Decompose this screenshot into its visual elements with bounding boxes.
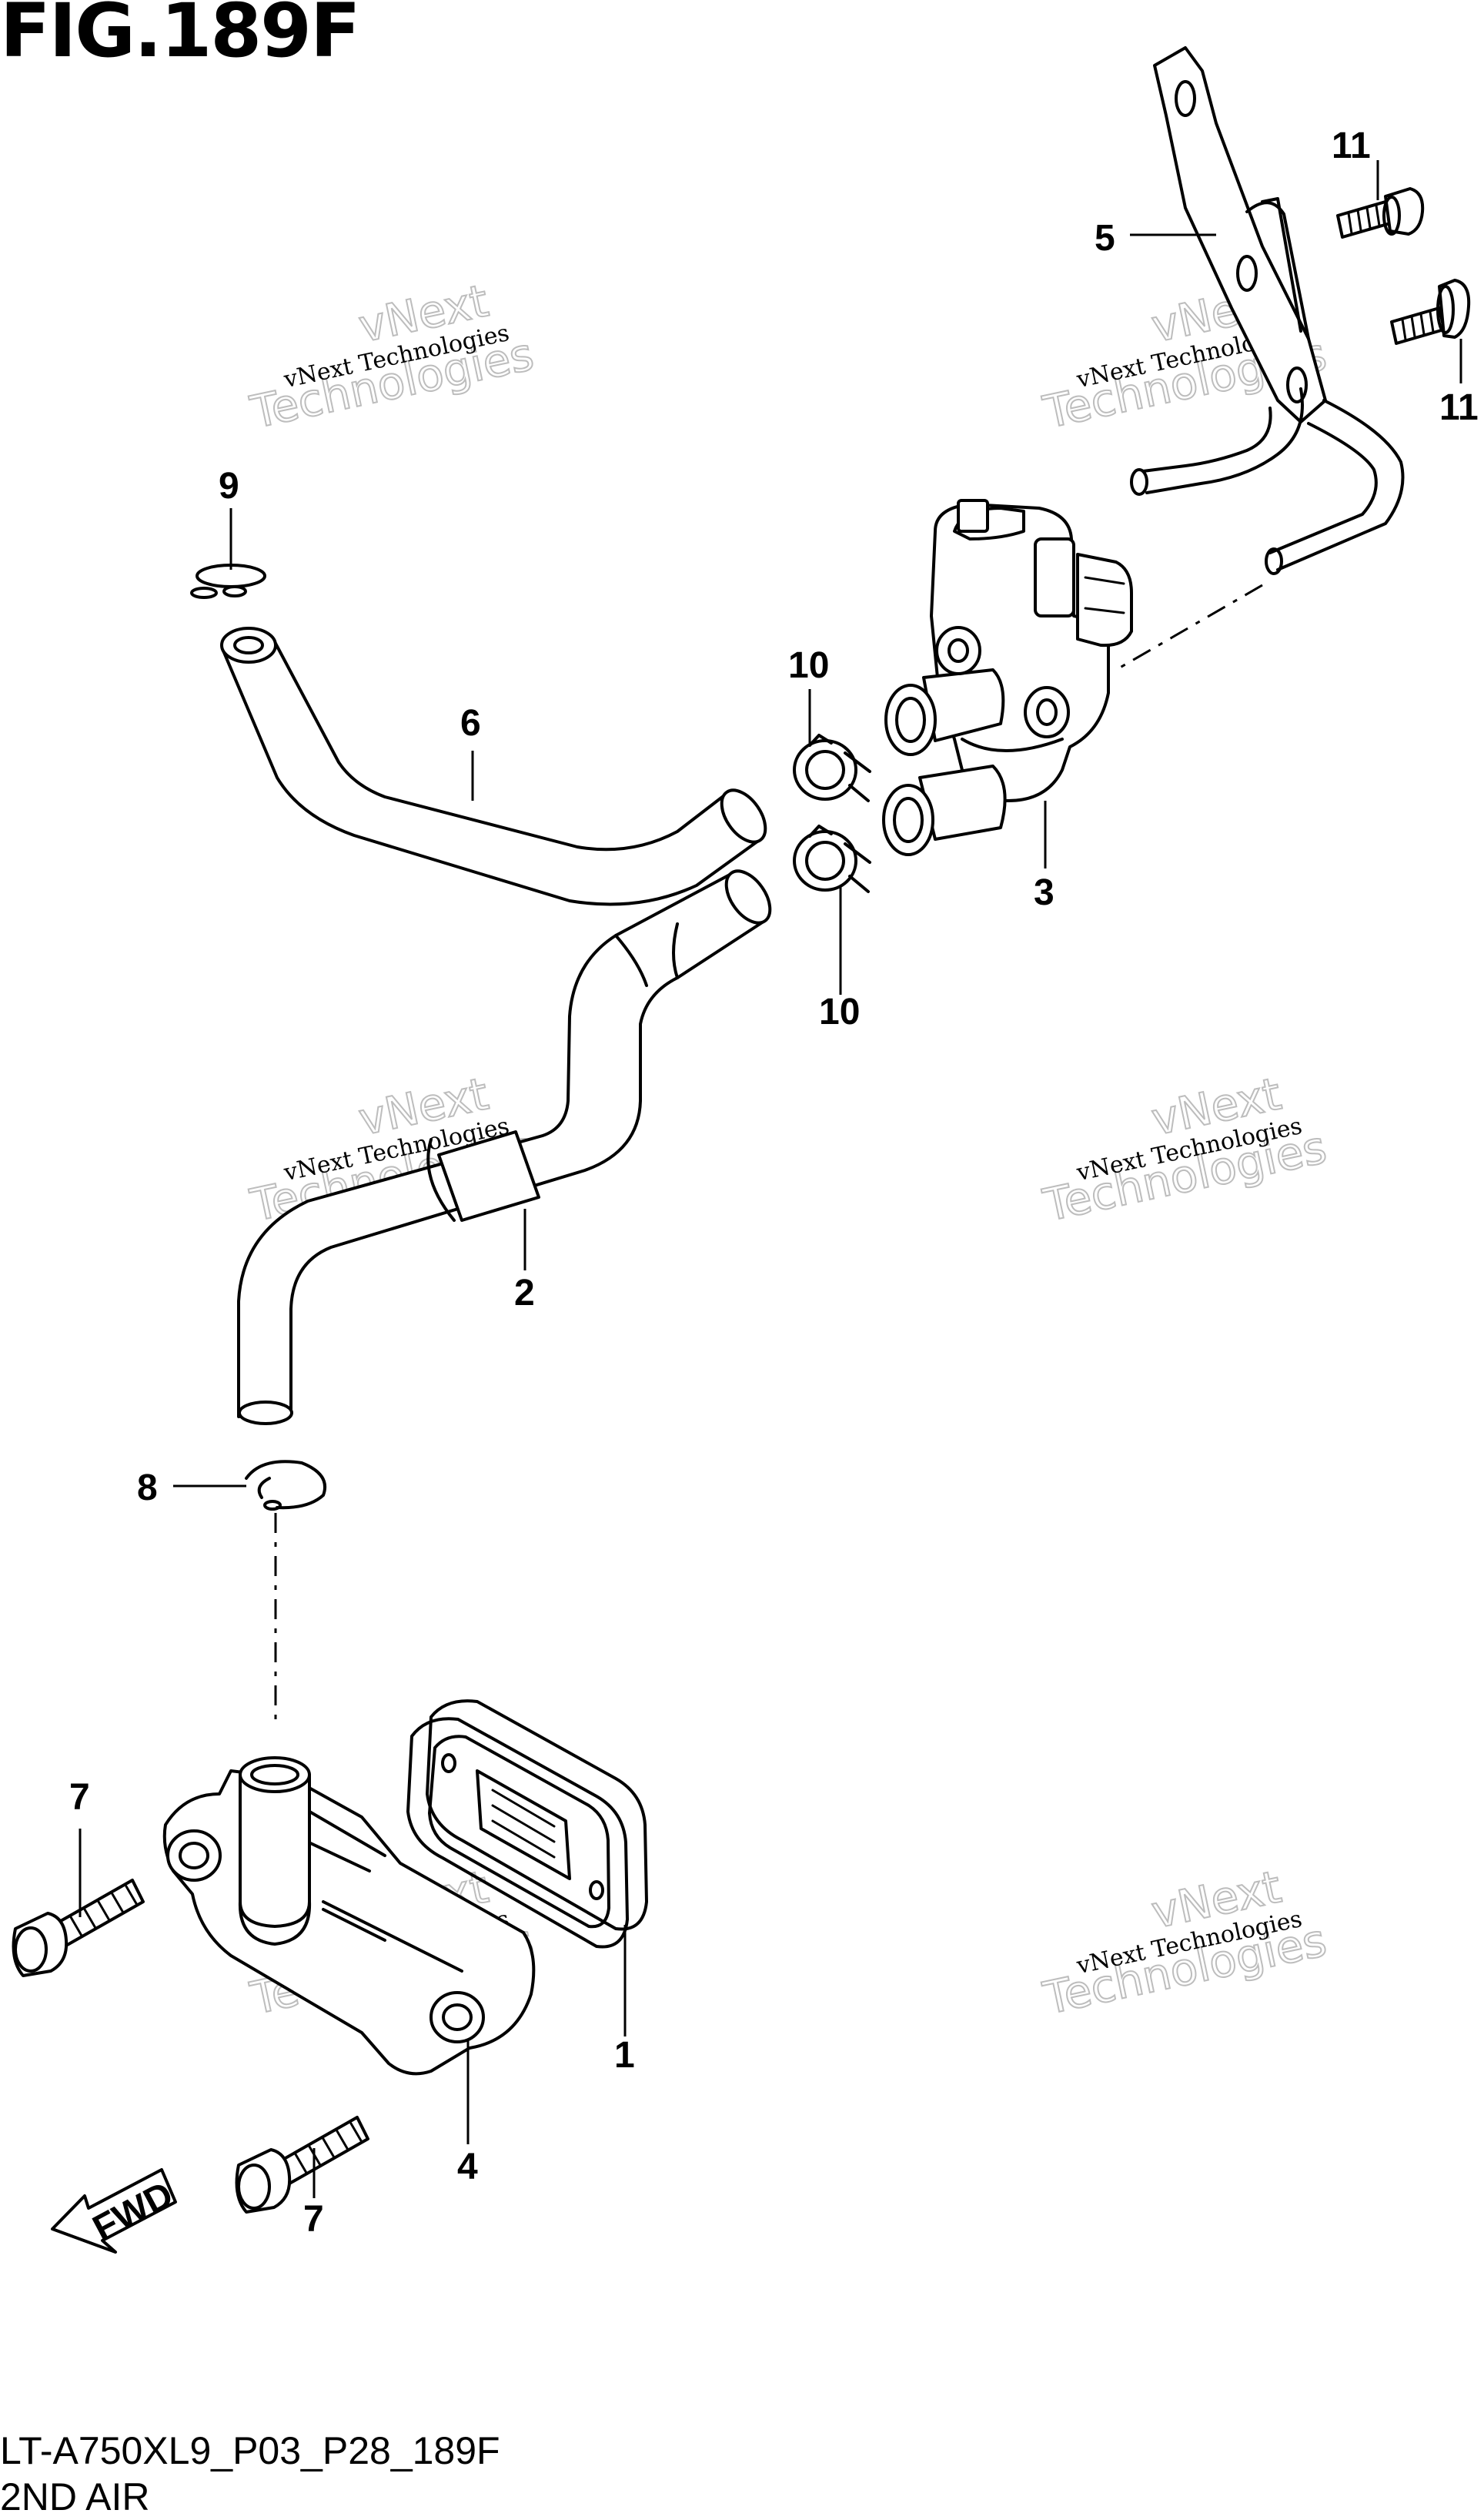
upper-hose-part [220,627,767,906]
callout-6: 6 [460,703,481,744]
callout-11: 11 [1439,387,1479,428]
callout-7: 7 [69,1777,90,1818]
bolt-part [235,2116,369,2214]
callout-1: 1 [614,2035,635,2076]
air-valve-part [882,499,1133,856]
figure-name: 2ND AIR [0,2475,150,2518]
callout-8: 8 [137,1467,158,1508]
watermark: Technologies vNext vNext Technologies [1038,1859,1332,2025]
callout-11: 11 [1332,125,1371,166]
circlip-part [245,1460,326,1511]
small-clamp-part [190,564,266,599]
connection-line [1115,584,1263,671]
callout-4: 4 [457,2147,478,2187]
callout-9: 9 [219,466,239,507]
bolt-part [1336,187,1425,239]
figure-code: LT-A750XL9_P03_P28_189F [0,2429,500,2472]
hose-clamp-part [793,825,871,893]
gasket-part [406,1699,648,1949]
forward-direction-indicator: FWD [51,2168,180,2254]
middle-hose-part [237,869,772,1425]
callout-10: 10 [819,992,860,1032]
figure-title: FIG.189F [0,0,361,74]
watermark: Technologies vNext vNext Technologies [1038,1066,1332,1232]
callout-5: 5 [1095,218,1115,259]
pipe-joint-part [162,1756,536,2076]
watermark: Technologies vNext vNext Technologies [245,273,539,439]
leader-lines [79,160,1462,2198]
hose-clamp-part [793,734,871,802]
bolt-part [1390,279,1471,345]
callout-2: 2 [514,1273,535,1314]
callout-7: 7 [303,2199,324,2240]
callout-3: 3 [1034,872,1055,913]
bolt-part [12,1879,145,1977]
bracket-pipe-part [1130,46,1405,575]
callout-10: 10 [788,645,829,686]
